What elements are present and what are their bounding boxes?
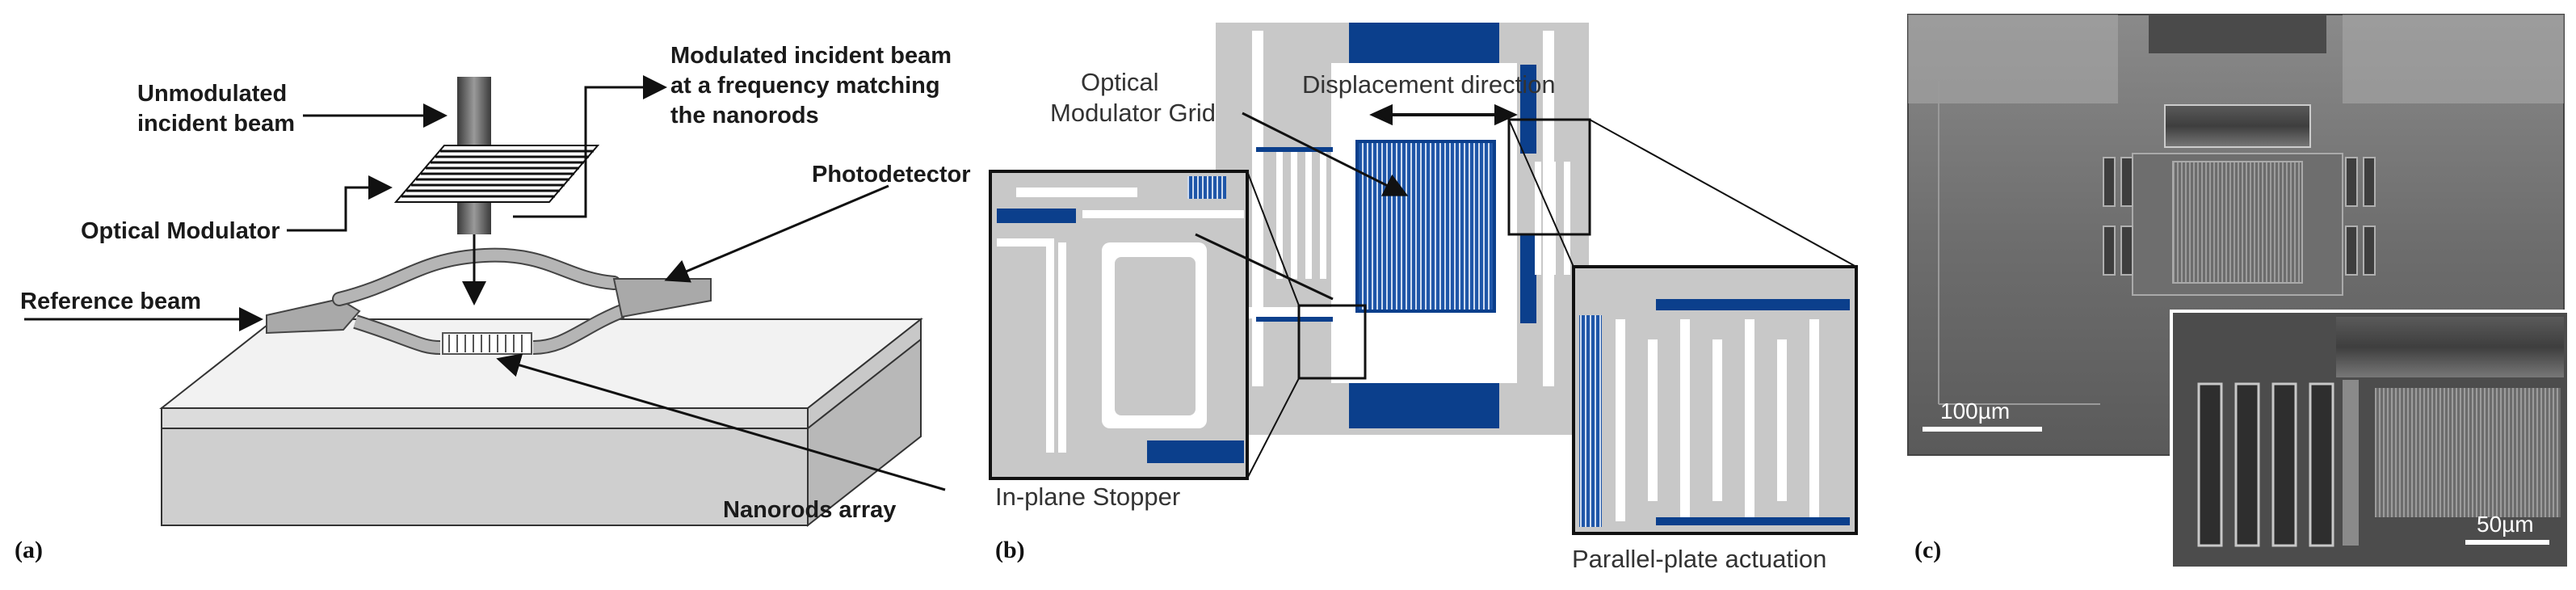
label-optical-modulator-grid-line1: Optical xyxy=(1081,68,1158,96)
scale-bar-main xyxy=(1923,427,2042,432)
modulator-grid xyxy=(1355,140,1496,313)
panel-b: Displacement direction Optical Modulator… xyxy=(989,23,1858,573)
label-parallel-plate-actuation: Parallel-plate actuation xyxy=(1572,545,1826,573)
label-reference-beam: Reference beam xyxy=(20,289,201,314)
inset-actuation xyxy=(1572,265,1858,535)
panel-c: 100µm 50µm (c) xyxy=(1907,14,2570,570)
label-in-plane-stopper: In-plane Stopper xyxy=(995,483,1180,511)
label-optical-modulator-grid-line2: Modulator Grid xyxy=(1050,99,1216,127)
label-modulated-line2: at a frequency matching xyxy=(670,73,940,99)
displacement-arrow xyxy=(1369,103,1518,126)
panel-a: Unmodulated incident beam Modulated inci… xyxy=(15,43,971,563)
label-displacement-direction: Displacement direction xyxy=(1302,70,1556,99)
inset-stopper xyxy=(989,170,1249,480)
scale-bar-inset xyxy=(2465,540,2549,545)
panel-a-tag: (a) xyxy=(15,537,43,563)
optical-modulator-graphic xyxy=(393,145,600,203)
waveguide xyxy=(266,247,712,355)
scale-label-inset: 50µm xyxy=(2477,512,2534,537)
label-optical-modulator: Optical Modulator xyxy=(81,218,280,244)
stopper-leader xyxy=(1195,233,1334,301)
panel-b-tag: (b) xyxy=(995,537,1025,563)
grid-leader xyxy=(1242,112,1409,196)
panel-c-tag: (c) xyxy=(1914,537,1941,563)
nanorods-array-graphic xyxy=(442,332,532,355)
scale-label-main: 100µm xyxy=(1940,398,2010,424)
label-nanorods-array: Nanorods array xyxy=(723,497,896,523)
chip-substrate xyxy=(159,317,923,528)
label-unmodulated-line1: Unmodulated xyxy=(137,81,287,107)
label-unmodulated-line2: incident beam xyxy=(137,111,295,137)
panel-a-leaders xyxy=(24,75,946,491)
label-modulated-line1: Modulated incident beam xyxy=(670,43,952,69)
label-photodetector: Photodetector xyxy=(812,162,971,188)
sem-inset: 50µm xyxy=(2170,310,2570,570)
label-modulated-line3: the nanorods xyxy=(670,103,819,129)
